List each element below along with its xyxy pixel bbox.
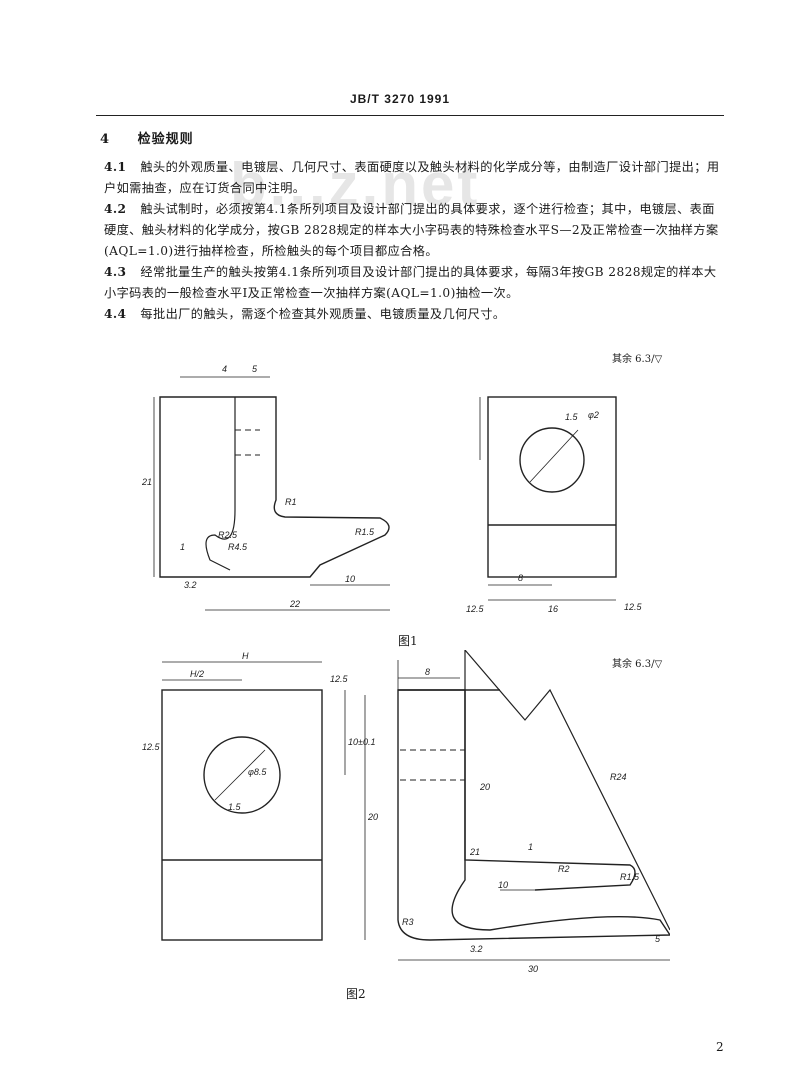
- paragraph-4-4: 4.4 每批出厂的触头，需逐个检查其外观质量、电镀质量及几何尺寸。: [104, 304, 724, 325]
- fig1-dim-text: 3.2: [184, 580, 197, 590]
- figure-1-caption: 图1: [398, 634, 418, 648]
- paragraph-number: 4.2: [104, 202, 127, 216]
- fig2-dim-text: 5: [655, 934, 661, 944]
- fig1-dim-text: R2.5: [218, 530, 238, 540]
- fig2-dim-text: 10: [498, 880, 508, 890]
- fig2-hole-circle: [203, 736, 281, 814]
- fig2-dim-text: φ8.5: [248, 767, 267, 777]
- paragraph-text: 经常批量生产的触头按第4.1条所列项目及设计部门提出的具体要求，每隔3年按GB …: [104, 265, 717, 300]
- fig2-dim-text: 12.5: [330, 674, 349, 684]
- fig1-dim-text: 12.5: [466, 604, 485, 614]
- fig2-dim-text: 1: [528, 842, 533, 852]
- fig2-dim-text: R2: [558, 864, 570, 874]
- watermark: b...z.net: [230, 151, 481, 218]
- rest-roughness-note-1: 其余 6.3/▽: [612, 354, 663, 365]
- fig2-dim-text: R24: [610, 772, 627, 782]
- fig2-dim-text: 8: [425, 667, 430, 677]
- paragraph-text: 触头的外观质量、电镀层、几何尺寸、表面硬度以及触头材料的化学成分等，由制造厂设计…: [104, 160, 720, 195]
- fig1-fillet: [205, 397, 236, 571]
- fig2-dim-text: 30: [528, 964, 538, 974]
- figure-2-caption: 图2: [346, 987, 366, 1001]
- fig1-dim-text: 21: [141, 477, 152, 487]
- fig2-dim-text: R1.5: [620, 872, 640, 882]
- fig2-dim-text: H/2: [190, 669, 204, 679]
- standard-code-header: JB/T 3270 1991: [349, 92, 451, 106]
- fig2-contact-outline: [397, 689, 670, 941]
- fig1-dim-text: 1: [180, 542, 185, 552]
- fig1-dim-text: 8: [518, 573, 523, 583]
- header-rule: [96, 115, 724, 116]
- section-heading: 4 检验规则: [100, 128, 194, 147]
- rest-roughness-note-2: 其余 6.3/▽: [612, 659, 663, 670]
- fig1-dim-text: 16: [548, 604, 558, 614]
- fig1-contact-outline: [159, 396, 390, 578]
- fig2-dim-text: 12.5: [142, 742, 161, 752]
- fig2-dim-text: R3: [402, 917, 414, 927]
- fig1-dim-text: 22: [289, 599, 300, 609]
- fig2-dim-text: 21: [469, 847, 480, 857]
- fig1-dim-text: 1.5: [565, 412, 579, 422]
- fig2-dim-text: 20: [479, 782, 490, 792]
- fig2-dim-text: H: [242, 651, 249, 661]
- fig1-side-view: [487, 396, 617, 578]
- figure-1-drawing: 4 5 21 R1 R1.5 R4.5 1 3.2 10 22 R2.5 1.5…: [141, 364, 643, 614]
- paragraph-text: 每批出厂的触头，需逐个检查其外观质量、电镀质量及几何尺寸。: [140, 307, 506, 321]
- fig2-wedge-outline: [464, 650, 670, 931]
- page-number: 2: [716, 1040, 724, 1054]
- section-title: 检验规则: [137, 132, 194, 147]
- fig1-dim-text: 5: [252, 364, 258, 374]
- fig1-dim-text: R1.5: [355, 527, 375, 537]
- paragraph-number: 4.4: [104, 307, 127, 321]
- fig2-arm-outline: [464, 690, 636, 891]
- paragraph-number: 4.1: [104, 160, 127, 174]
- paragraph-text: 触头试制时，必须按第4.1条所列项目及设计部门提出的具体要求，逐个进行检查；其中…: [104, 202, 719, 258]
- figure-2-drawing: H H/2 12.5 12.5 10±0.1 φ8.5 1.5 8 20 20 …: [142, 650, 670, 974]
- fig2-dim-text: 10±0.1: [348, 737, 375, 747]
- fig1-hole-circle: [519, 427, 585, 493]
- fig2-dim-text: 20: [367, 812, 378, 822]
- fig1-dim-text: φ2: [588, 410, 599, 420]
- fig1-dim-text: R1: [285, 497, 297, 507]
- fig1-dim-text: 12.5: [624, 602, 643, 612]
- fig2-front-view: [161, 689, 323, 941]
- fig1-dim-text: 10: [345, 574, 355, 584]
- section-number: 4: [100, 132, 111, 147]
- paragraph-number: 4.3: [104, 265, 127, 279]
- fig2-hole-leader: [214, 749, 266, 801]
- fig1-dim-text: R4.5: [228, 542, 248, 552]
- fig2-dim-text: 1.5: [228, 802, 242, 812]
- fig1-dim-text: 4: [222, 364, 227, 374]
- fig2-dim-text: 3.2: [470, 944, 483, 954]
- fig1-hole-leader: [529, 429, 579, 483]
